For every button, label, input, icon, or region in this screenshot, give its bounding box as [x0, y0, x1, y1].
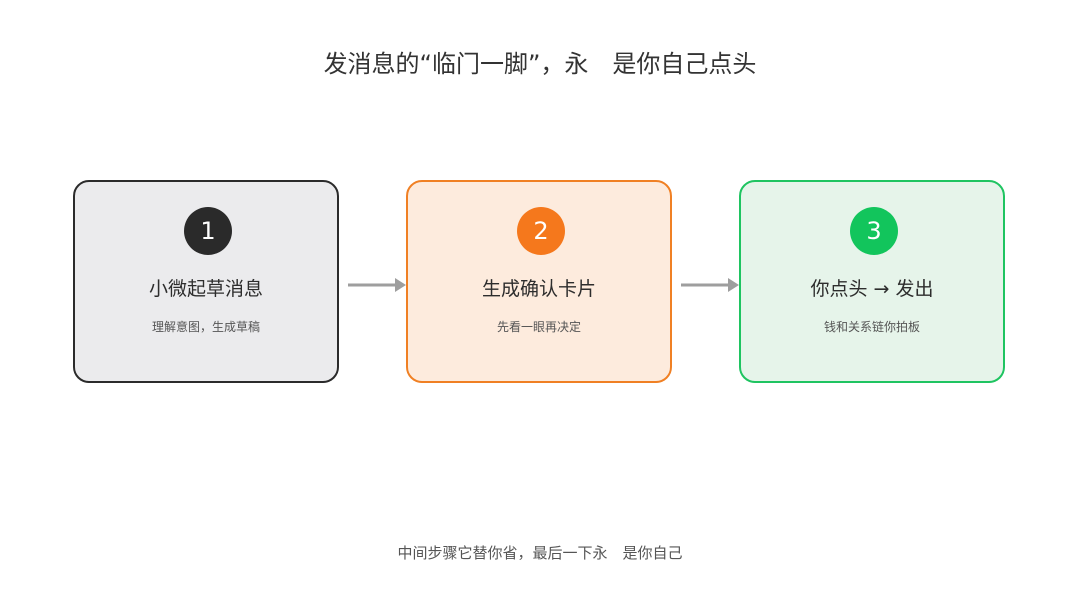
step-heading: 你点头 → 发出: [810, 278, 934, 300]
step-heading: 生成确认卡片: [481, 278, 596, 300]
step-card-confirm: 2 生成确认卡片 先看一眼再决定: [406, 180, 672, 383]
step-number-badge: 1: [184, 207, 232, 255]
step-number-badge: 3: [850, 207, 898, 255]
diagram-footer-note: 中间步骤它替你省，最后一下永 是你自己: [397, 544, 683, 562]
step-description: 先看一眼再决定: [496, 320, 581, 334]
step-card-send: 3 你点头 → 发出 钱和关系链你拍板: [739, 180, 1005, 383]
arrow-right-icon: [348, 278, 406, 292]
step-description: 钱和关系链你拍板: [823, 320, 920, 334]
step-description: 理解意图，生成草稿: [151, 320, 260, 334]
step-card-draft: 1 小微起草消息 理解意图，生成草稿: [73, 180, 339, 383]
arrow-right-icon: [681, 278, 739, 292]
diagram-title: 发消息的“临门一脚”，永 是你自己点头: [323, 50, 757, 78]
step-heading: 小微起草消息: [148, 278, 263, 300]
step-number-badge: 2: [517, 207, 565, 255]
